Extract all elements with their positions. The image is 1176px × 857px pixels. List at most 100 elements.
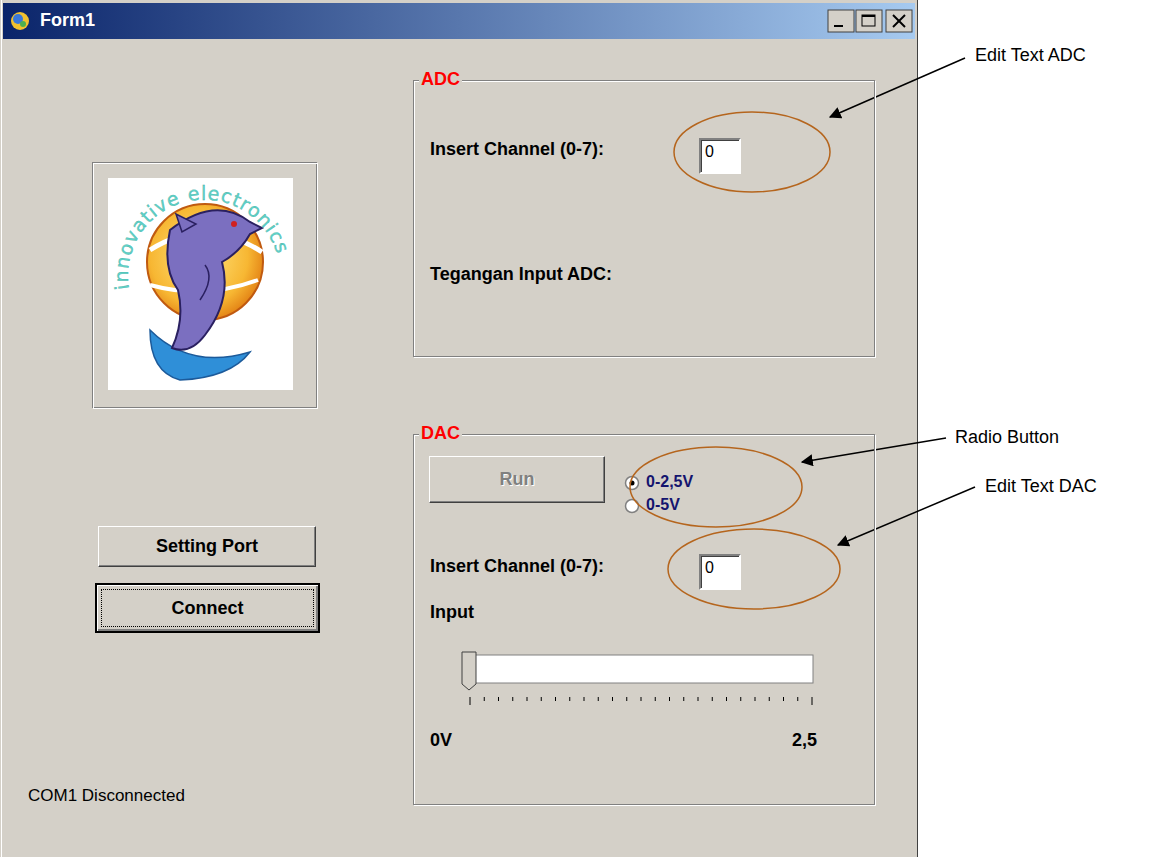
artwork-part: [94, 164, 318, 409]
artwork-part: [834, 25, 843, 27]
label-slot: Radio Button: [955, 427, 1059, 448]
window-edge: [1, 0, 2, 857]
artwork-part: [828, 10, 854, 32]
slider-tick: [769, 697, 770, 701]
title-buttons: [828, 10, 912, 32]
artwork-part: innovative electronics: [110, 182, 294, 292]
slider-tick: [698, 697, 699, 701]
slider-tick: [498, 697, 499, 701]
form-label: Input: [430, 602, 474, 623]
slider-tick: [712, 697, 713, 701]
label-slot: 2,5: [792, 730, 817, 751]
artwork-part: [176, 214, 196, 232]
slider-tick: [797, 697, 798, 701]
edit-box: 0: [699, 554, 741, 590]
slider-tick: [812, 697, 813, 705]
label-slot: 0-2,5V: [646, 473, 693, 491]
artwork-part: [231, 221, 237, 227]
window-title: Form1: [0, 0, 918, 40]
button-caption: Connect: [101, 589, 314, 627]
label-slot: Edit Text DAC: [985, 476, 1097, 497]
slider-tick: [683, 697, 684, 701]
slider-tick: [626, 697, 627, 701]
form-label: Insert Channel (0-7):: [430, 556, 604, 577]
artwork-part: [856, 10, 882, 32]
callout-label: Edit Text DAC: [985, 476, 1097, 497]
edit-value: 0: [701, 556, 739, 577]
slider-tick: [641, 697, 642, 701]
edit-value: 0: [701, 140, 739, 161]
slider-tick: [598, 697, 599, 701]
slider-tick: [755, 697, 756, 701]
slider-tick: [740, 697, 741, 701]
form-label: 2,5: [792, 730, 817, 751]
slider-tick: [470, 697, 471, 705]
group-heading: ADC: [419, 69, 462, 89]
artwork-part: [893, 15, 905, 27]
logo-text: innovative electronics: [110, 182, 294, 292]
form-label: Tegangan Input ADC:: [430, 264, 612, 285]
slider-tick: [527, 697, 528, 701]
form-window: Form1ADC0DACRun0Setting PortConnect: [0, 0, 918, 857]
artwork-part: [830, 58, 965, 117]
slider-tick: [612, 697, 613, 701]
artwork-part: [838, 487, 975, 545]
callout-label: Edit Text ADC: [975, 45, 1086, 66]
artwork-part: [11, 12, 29, 30]
form-label: 0-5V: [646, 496, 680, 514]
form-label: Insert Channel (0-7):: [430, 139, 604, 160]
artwork-part: [886, 10, 912, 32]
label-slot: 0V: [430, 730, 452, 751]
slider-tick: [726, 697, 727, 701]
label-slot: Input: [430, 602, 474, 623]
form-label: 0V: [430, 730, 452, 751]
artwork-part: [467, 655, 813, 683]
artwork-part: [668, 529, 840, 609]
slider-tick: [669, 697, 670, 701]
slider-tick: [555, 697, 556, 701]
artwork-part: [893, 15, 905, 27]
artwork-part: [862, 15, 875, 17]
label-slot: Tegangan Input ADC:: [430, 264, 612, 285]
slider-tick: [512, 697, 513, 701]
artwork-part: [862, 15, 875, 26]
label-slot: Insert Channel (0-7):: [430, 556, 604, 577]
artwork-part: [674, 112, 830, 192]
title-bar: [3, 3, 915, 39]
label-slot: 0-5V: [646, 496, 680, 514]
callout-ovals: [630, 112, 840, 609]
slider-tick: [655, 697, 656, 701]
slider-tick: [584, 697, 585, 701]
button-caption: Setting Port: [156, 536, 258, 557]
window-icon: [11, 12, 29, 30]
slider-tick: [541, 697, 542, 701]
form-label: 0-2,5V: [646, 473, 693, 491]
artwork-part: [462, 652, 476, 690]
artwork-part: [20, 21, 26, 27]
artwork-part: [108, 178, 293, 390]
label-slot: COM1 Disconnected: [28, 786, 185, 806]
edit-box: 0: [699, 138, 741, 174]
artwork-part: [470, 697, 812, 705]
label-slot: Edit Text ADC: [975, 45, 1086, 66]
window-ground: [0, 0, 918, 857]
window-edge: [917, 0, 918, 857]
callout-label: Radio Button: [955, 427, 1059, 448]
artwork-part: [93, 163, 317, 408]
label-slot: Insert Channel (0-7):: [430, 139, 604, 160]
push-button: Setting Port: [98, 526, 316, 567]
artwork-part: [626, 500, 639, 513]
artwork-part: [802, 438, 946, 462]
logo-picture: innovative electronics: [110, 182, 294, 380]
slider-tick: [569, 697, 570, 701]
push-button: Run: [429, 456, 605, 503]
artwork-part: [630, 447, 802, 527]
group-box: ADC0: [413, 80, 875, 357]
button-caption: Run: [500, 469, 535, 490]
group-heading: DAC: [419, 423, 462, 443]
slider: [462, 652, 813, 705]
slider-tick: [783, 697, 784, 701]
leader-arrows: [802, 58, 975, 545]
artwork-part: [167, 210, 262, 350]
